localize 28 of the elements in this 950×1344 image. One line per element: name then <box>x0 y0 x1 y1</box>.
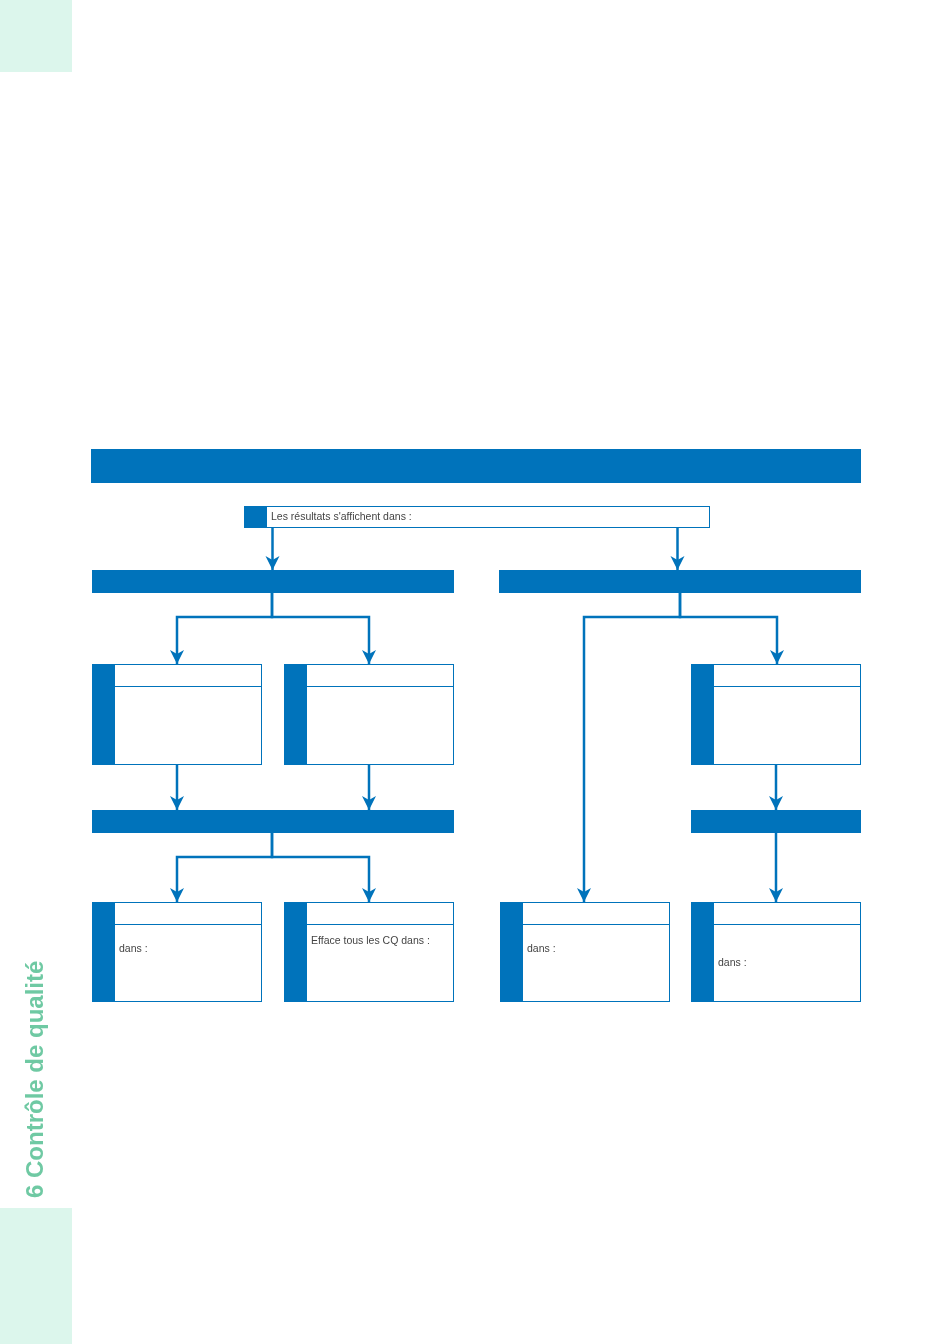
arrow <box>769 765 783 810</box>
header-bar <box>499 570 861 593</box>
arrow <box>769 833 783 902</box>
header-bar <box>92 570 454 593</box>
process-box <box>284 902 454 1002</box>
arrow <box>170 765 184 810</box>
box-text: dans : <box>119 942 148 955</box>
text-box <box>244 506 710 528</box>
process-box <box>500 902 670 1002</box>
arrow <box>362 765 376 810</box>
box-text: dans : <box>527 942 556 955</box>
process-box <box>92 902 262 1002</box>
process-box <box>691 902 861 1002</box>
box-text: Les résultats s'affichent dans : <box>271 510 412 523</box>
arrow <box>265 528 280 570</box>
arrow <box>270 593 376 664</box>
process-box <box>284 664 454 765</box>
process-box <box>92 664 262 765</box>
arrow <box>270 833 376 902</box>
arrow <box>678 593 784 664</box>
chapter-title: 6 Contrôle de qualité <box>22 960 48 1198</box>
header-bar <box>691 810 861 833</box>
header-bar <box>91 449 861 483</box>
box-text: dans : <box>718 956 747 969</box>
process-box <box>691 664 861 765</box>
box-text: Efface tous les CQ dans : <box>311 934 430 947</box>
header-bar <box>92 810 454 833</box>
arrow <box>670 528 685 570</box>
